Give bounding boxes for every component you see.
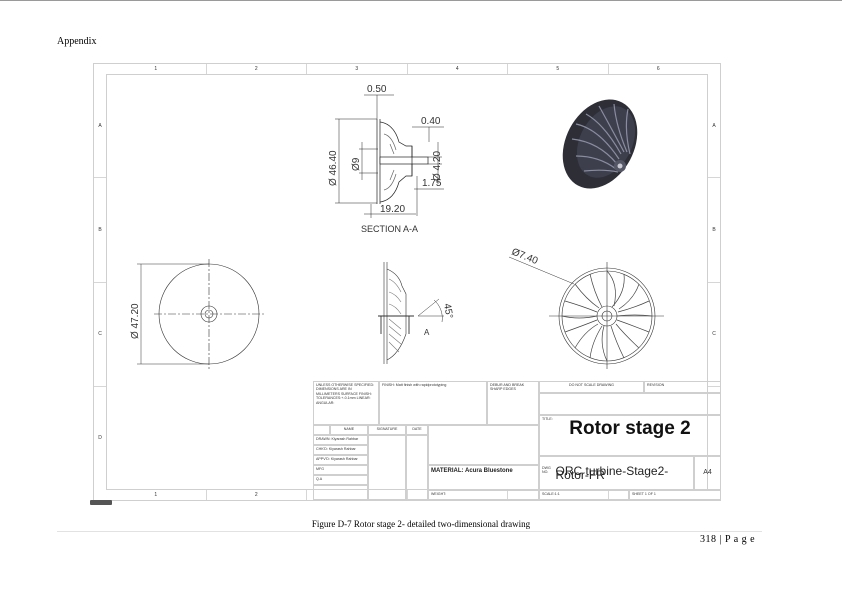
person: Kiyarash Rahbar: [328, 447, 356, 451]
zone-row: B: [94, 178, 106, 283]
drawing-number: ORC turbine-Stage2-Rotor-FR: [555, 463, 669, 482]
zone-labels-top: 1 2 3 4 5 6: [106, 64, 708, 74]
zone-labels-right: A B C: [708, 74, 720, 490]
zone-col: [307, 490, 408, 500]
do-not-scale: DO NOT SCALE DRAWING: [539, 381, 644, 393]
row-qa: Q.A: [313, 475, 368, 485]
date-column: [406, 435, 428, 500]
zone-col: 1: [106, 490, 207, 500]
section-label: SECTION A-A: [361, 224, 418, 234]
dim-top-thickness: 0.50: [367, 84, 387, 95]
zone-col: 4: [408, 64, 508, 74]
header-date: DATE: [406, 425, 428, 435]
technical-drawing: 0.50 0.40 Ø 46.40 Ø9 Ø 4.20 1.75 19.20 S…: [130, 84, 664, 369]
zone-col: 2: [207, 490, 307, 500]
rear-view: [508, 256, 664, 369]
section-dimension-labels: 0.50 0.40 Ø 46.40 Ø9 Ø 4.20 1.75 19.20 S…: [328, 84, 443, 234]
blank-grid: [428, 425, 539, 465]
zone-row: A: [94, 74, 106, 179]
side-view: [378, 262, 444, 364]
drawing-frame: [106, 74, 708, 490]
tolerance-note: UNLESS OTHERWISE SPECIFIED: DIMENSIONS A…: [313, 381, 379, 425]
dim-shaft-diameter: Ø 4.20: [432, 151, 443, 181]
zone-labels-bottom: 1 2: [106, 490, 708, 500]
page-number: 318 | P a g e: [700, 534, 756, 545]
dim-angle: 45°: [441, 303, 454, 320]
zone-row: D: [98, 435, 102, 442]
viewer-tab[interactable]: [90, 500, 112, 505]
weight: WEIGHT:: [428, 490, 539, 500]
title-label: TITLE:: [542, 417, 553, 421]
row-checked: CHK'D: Kiyarash Rahbar: [313, 445, 368, 455]
deburr-note: DEBUR AND BREAK SHARP EDGES: [487, 381, 539, 425]
zone-col: 3: [307, 64, 408, 74]
person: Kiyarash Rahbar: [331, 437, 359, 441]
title-block: UNLESS OTHERWISE SPECIFIED: DIMENSIONS A…: [313, 381, 721, 500]
iso-render: [562, 99, 638, 189]
title-area: TITLE: Rotor stage 2: [539, 415, 721, 456]
signature-column: [368, 435, 406, 500]
header-signature: SIGNATURE: [368, 425, 406, 435]
role: CHK'D: [316, 447, 327, 451]
zone-row: C: [94, 283, 106, 387]
front-view: [137, 259, 264, 369]
footer-rule: [57, 531, 762, 532]
zone-col: 1: [106, 64, 207, 74]
material: MATERIAL: Acura Bluestone: [428, 465, 539, 490]
dim-rear-diameter: Ø7.40: [510, 247, 540, 268]
zone-col: 6: [656, 66, 660, 72]
zone-row: B: [708, 178, 720, 283]
finish-note: FINISH: Matt finish with rapidprototypin…: [379, 381, 487, 425]
zone-col: 2: [207, 64, 307, 74]
role: APPV'D: [316, 457, 329, 461]
zone-labels-left: A B C D: [94, 74, 106, 490]
header-blank: [313, 425, 330, 435]
dim-hub-step: 0.40: [421, 116, 441, 127]
revision-area: [539, 393, 721, 415]
dwg-label: DWG NO.: [542, 466, 551, 475]
zone-row: C: [708, 283, 720, 387]
sheet-size: A4: [694, 456, 721, 490]
figure-caption: Figure D-7 Rotor stage 2- detailed two-d…: [311, 519, 531, 529]
drawing-title: Rotor stage 2: [569, 418, 691, 440]
person: Kiyarash Rahbar: [330, 457, 358, 461]
zone-col: [508, 490, 609, 500]
zone-row: A: [708, 74, 720, 179]
page-top-rule: [0, 0, 842, 1]
zone-col: [408, 490, 508, 500]
role: DRAWN: [316, 437, 330, 441]
dwg-no-area: DWG NO. ORC turbine-Stage2-Rotor-FR: [539, 456, 694, 490]
dim-hub-offset: 1.75: [422, 178, 442, 189]
header-name: NAME: [330, 425, 368, 435]
page-header: Appendix: [57, 36, 97, 47]
dim-outer-diameter: Ø 46.40: [328, 150, 339, 186]
revision-label: REVISION: [644, 381, 721, 393]
zone-col: 5: [508, 64, 609, 74]
row-drawn: DRAWN: Kiyarash Rahbar: [313, 435, 368, 445]
dim-overall-length: 19.20: [380, 204, 405, 215]
section-view: [335, 94, 444, 218]
dim-front-diameter: Ø 47.20: [130, 303, 141, 339]
section-marker: A: [424, 328, 430, 337]
row-mfg: MFG: [313, 465, 368, 475]
scale: SCALE:1:1: [539, 490, 629, 500]
drawing-sheet: 1 2 3 4 5 6 1 2 A B C D A B C: [93, 63, 721, 501]
blank-cell: [313, 485, 368, 500]
sheet-count: SHEET 1 OF 1: [629, 490, 721, 500]
dim-bore-diameter: Ø9: [351, 157, 362, 171]
row-approved: APPV'D: Kiyarash Rahbar: [313, 455, 368, 465]
